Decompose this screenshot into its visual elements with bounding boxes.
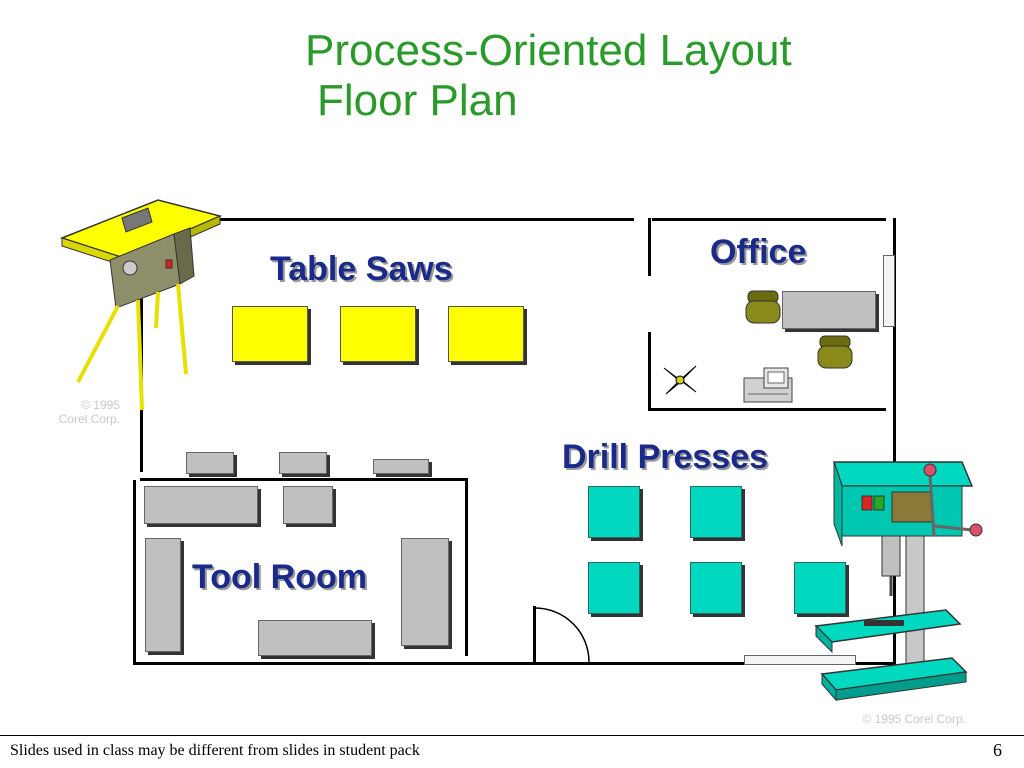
tool-room-label: Tool Room <box>192 558 367 596</box>
table-saws-label: Table Saws <box>270 250 453 288</box>
office-wall-left-lower <box>648 332 651 410</box>
footer-note: Slides used in class may be different fr… <box>10 742 420 759</box>
office-wall-left-upper <box>648 218 651 276</box>
office-desk <box>782 291 876 329</box>
computer-icon <box>743 367 793 403</box>
tool-rack <box>145 538 181 652</box>
drill-presses-label: Drill Presses <box>562 438 769 476</box>
door-swing <box>534 607 590 663</box>
drill-press-station <box>588 486 640 538</box>
plant-icon <box>663 365 697 395</box>
drill-press-station <box>690 562 742 614</box>
wall-left-lower <box>133 480 136 664</box>
tool-cabinet <box>144 486 258 524</box>
tool-cabinet <box>283 486 333 524</box>
page-number: 6 <box>993 740 1002 760</box>
door-jamb <box>533 606 536 662</box>
table-saw-station <box>448 306 524 362</box>
footer-divider <box>0 735 1024 736</box>
drill-press-station <box>588 562 640 614</box>
drill-press-icon <box>814 461 983 702</box>
tool-bench <box>279 452 327 474</box>
tool-rack <box>401 538 449 646</box>
copyright-left-line-2: Corel Corp. <box>58 412 120 426</box>
tool-bench <box>186 452 234 474</box>
drill-press-station <box>690 486 742 538</box>
tool-room-wall <box>140 478 468 481</box>
title-line-1: Process-Oriented Layout <box>305 26 792 75</box>
table-saw-station <box>340 306 416 362</box>
copyright-left: © 1995 Corel Corp. <box>40 398 120 426</box>
wall-top <box>140 218 634 221</box>
window <box>883 255 895 327</box>
table-saw-station <box>232 306 308 362</box>
slide-title: Process-Oriented Layout Floor Plan <box>305 26 792 126</box>
office-label: Office <box>710 233 807 271</box>
chair-icon <box>745 290 781 324</box>
wall-bottom <box>133 662 893 665</box>
title-line-2: Floor Plan <box>317 76 518 125</box>
chair-icon <box>817 335 853 369</box>
drill-press-station <box>794 562 846 614</box>
office-wall-bottom <box>648 408 886 411</box>
tool-room-wall-end <box>465 478 468 656</box>
copyright-left-line-1: © 1995 <box>81 398 120 412</box>
window <box>744 655 856 665</box>
table-saw-icon <box>59 199 223 411</box>
wall-right <box>893 218 896 665</box>
tool-bench <box>258 620 372 656</box>
wall-top-right <box>652 218 886 221</box>
copyright-right: © 1995 Corel Corp. <box>862 712 966 726</box>
tool-bench <box>373 459 429 474</box>
